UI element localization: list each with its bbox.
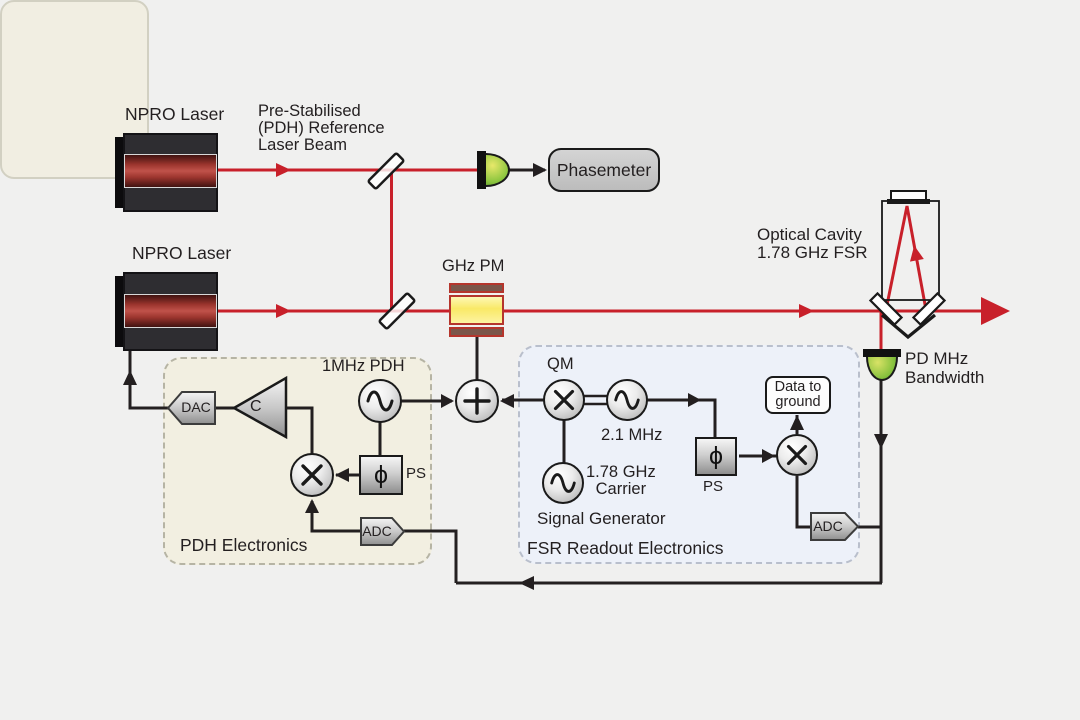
fsr-adc-label: ADC: [813, 518, 843, 534]
beam-splitter-2: [378, 292, 416, 330]
mod-oscillator: [606, 379, 648, 421]
cavity-pd-label: PD MHz Bandwidth: [905, 349, 985, 387]
beam-splitter-1: [367, 152, 405, 190]
plus-icon: [463, 387, 491, 415]
phase-modulator-crystal: [449, 295, 504, 325]
wire-arrow: [762, 449, 775, 463]
optical-cavity: [868, 190, 947, 340]
fsr-ps-label: PS: [703, 478, 724, 495]
amplifier-label: C: [250, 398, 262, 415]
cavity-beam-arrow: [910, 245, 924, 262]
beam-arrow: [276, 304, 291, 318]
beam-arrow: [799, 304, 814, 318]
sine-icon: [614, 390, 640, 410]
pdh-adc-label: ADC: [362, 523, 392, 539]
wire-arrow: [441, 394, 454, 408]
wire-arrow: [305, 499, 319, 513]
fsr-mixer: [776, 434, 818, 476]
fsr-phase-shifter: ϕ: [695, 437, 737, 476]
phasemeter-label: Phasemeter: [556, 159, 652, 180]
wire-arrow: [500, 394, 514, 408]
phi-symbol: ϕ: [708, 442, 723, 470]
wire-arrow: [874, 434, 888, 449]
pdh-adc-shape: [360, 517, 406, 546]
reference-pd-base: [477, 151, 486, 189]
cavity-left-mirror: [868, 291, 904, 327]
pdh-oscillator-label: 1MHz PDH: [322, 357, 405, 375]
multiply-icon: [786, 444, 808, 466]
multiply-icon: [301, 464, 323, 486]
sine-icon: [550, 473, 576, 493]
pdh-oscillator: [358, 379, 402, 423]
fsr-adc-shape: [810, 512, 860, 541]
multiply-icon: [553, 389, 575, 411]
phase-modulator-bottom: [449, 327, 504, 337]
beam-arrow: [276, 163, 291, 177]
cavity-top-mirror: [890, 190, 927, 201]
beam-splitters: [367, 152, 416, 330]
adder: [455, 379, 499, 423]
laser-bottom-label: NPRO Laser: [132, 243, 232, 263]
signal-wires: [123, 163, 888, 590]
phase-modulator-top: [449, 283, 504, 293]
cavity-label: Optical Cavity 1.78 GHz FSR: [757, 225, 868, 262]
mod-oscillator-label: 2.1 MHz: [601, 426, 663, 444]
carrier-oscillator: [542, 462, 584, 504]
phi-symbol: ϕ: [373, 460, 388, 489]
wire-arrow: [519, 576, 534, 590]
pdh-ps-label: PS: [406, 465, 427, 482]
dac-shape: [166, 391, 216, 425]
converters: [166, 375, 860, 546]
pdh-box-title: PDH Electronics: [180, 535, 308, 555]
cavity-right-mirror: [911, 291, 947, 327]
wire-arrow: [335, 468, 349, 482]
wire-arrow: [688, 393, 701, 407]
wire-arrow: [790, 415, 804, 430]
laser-beams: [218, 163, 1010, 352]
sine-icon: [366, 390, 394, 412]
qm-label: QM: [547, 355, 574, 373]
wire-arrow: [123, 370, 137, 385]
phasemeter-box: Phasemeter: [548, 148, 660, 192]
carrier-oscillator-label: 1.78 GHz Carrier: [586, 463, 656, 498]
laser-bottom-mount: [115, 276, 125, 347]
laser-top-label: NPRO Laser: [125, 104, 225, 124]
pdh-phase-shifter: ϕ: [359, 455, 403, 495]
data-to-ground-label: Data to ground: [774, 379, 822, 410]
cavity-mount: [880, 313, 937, 340]
laser-bottom-aperture: [125, 295, 216, 327]
amplifier-triangle: [231, 375, 288, 440]
laser-top-mount: [115, 137, 125, 208]
prestabilised-label: Pre-Stabilised (PDH) Reference Laser Bea…: [258, 102, 385, 154]
beam-arrow-large: [981, 297, 1010, 325]
signal-generator-title: Signal Generator: [537, 509, 666, 528]
qm-mixer: [543, 379, 585, 421]
pdh-mixer: [290, 453, 334, 497]
wire-arrow: [533, 163, 547, 177]
dac-label: DAC: [181, 399, 211, 415]
cavity-pd-base: [863, 349, 901, 357]
laser-top-aperture: [125, 155, 216, 187]
phase-modulator-label: GHz PM: [442, 257, 505, 275]
fsr-box-title: FSR Readout Electronics: [527, 538, 724, 558]
data-to-ground-box: Data to ground: [765, 376, 831, 414]
